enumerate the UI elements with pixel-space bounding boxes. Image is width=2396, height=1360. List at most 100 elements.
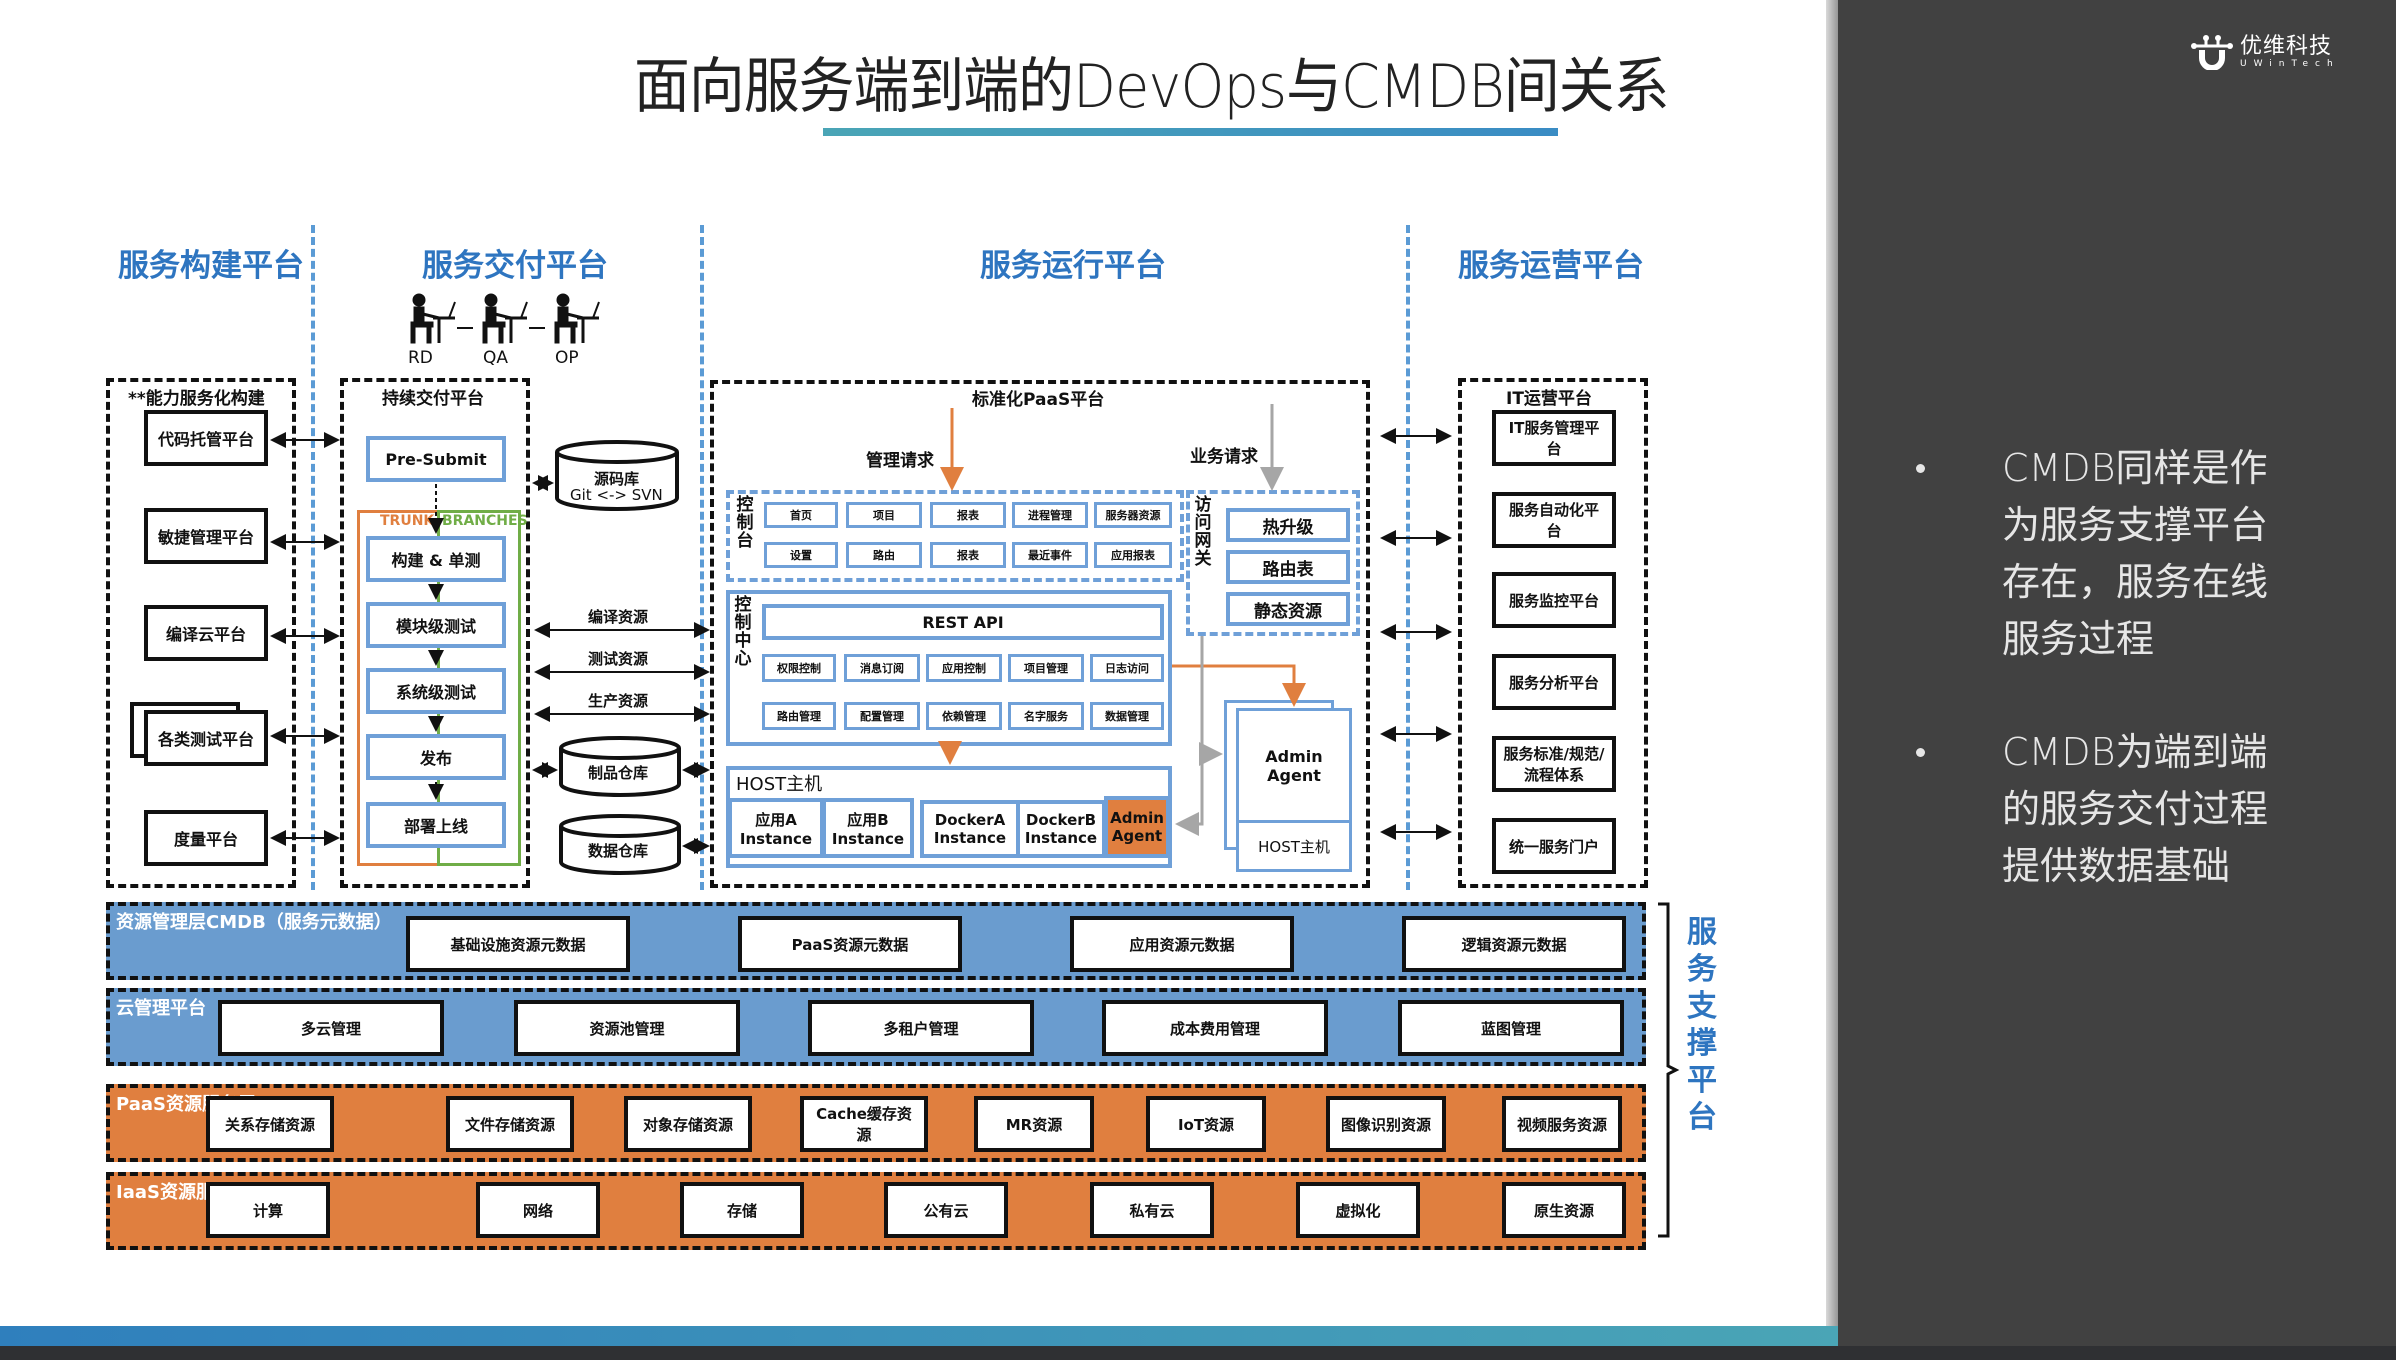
- control-center-item[interactable]: 应用控制: [926, 654, 1002, 682]
- iaas-resource-item[interactable]: 私有云: [1090, 1182, 1214, 1238]
- cloud-mgmt-item[interactable]: 多租户管理: [808, 1000, 1034, 1056]
- delivery-platform-group: [340, 378, 530, 888]
- management-request-label: 管理请求: [866, 451, 934, 471]
- rest-api-box[interactable]: REST API: [762, 604, 1164, 640]
- source-repo[interactable]: 源码库 Git <-> SVN: [554, 440, 680, 512]
- control-center-item[interactable]: 项目管理: [1008, 654, 1084, 682]
- control-center-item[interactable]: 配置管理: [844, 702, 920, 730]
- cmdb-item[interactable]: PaaS资源元数据: [738, 916, 962, 972]
- pipeline-stage[interactable]: 系统级测试: [366, 668, 506, 714]
- gateway-item[interactable]: 静态资源: [1226, 592, 1350, 626]
- build-item[interactable]: 度量平台: [144, 810, 268, 866]
- cloud-mgmt-item[interactable]: 资源池管理: [514, 1000, 740, 1056]
- console-menu-item[interactable]: 路由: [846, 542, 922, 568]
- artifact-repo-label: 制品仓库: [588, 764, 649, 782]
- column-heading-operations: 服务运营平台: [1458, 248, 1644, 284]
- iaas-resource-item[interactable]: 虚拟化: [1296, 1182, 1420, 1238]
- gateway-group: [1186, 490, 1360, 636]
- console-menu-item[interactable]: 首页: [764, 502, 838, 528]
- pipeline-stage[interactable]: 发布: [366, 734, 506, 780]
- control-center-item[interactable]: 依赖管理: [926, 702, 1002, 730]
- iaas-resource-item[interactable]: 网络: [476, 1182, 600, 1238]
- logo-name-cn: 优维科技: [2240, 34, 2333, 59]
- gateway-label: 访问网关: [1194, 495, 1212, 569]
- bottom-accent-bar: [0, 1326, 1838, 1346]
- column-divider: [1406, 225, 1410, 890]
- build-item[interactable]: 代码托管平台: [144, 410, 268, 466]
- it-ops-item[interactable]: 服务自动化平台: [1492, 492, 1616, 548]
- control-center-item[interactable]: 路由管理: [762, 702, 836, 730]
- control-center-item[interactable]: 权限控制: [762, 654, 836, 682]
- cmdb-item[interactable]: 逻辑资源元数据: [1402, 916, 1626, 972]
- bullet-item: CMDB同样是作为服务支撑平台存在，服务在线服务过程: [1900, 440, 2370, 668]
- cloud-mgmt-item[interactable]: 多云管理: [218, 1000, 444, 1056]
- database-icon: [559, 814, 681, 875]
- paas-resource-item[interactable]: MR资源: [974, 1096, 1094, 1152]
- logo-name-en: UWinTech: [2240, 59, 2340, 69]
- bullet-item: CMDB为端到端的服务交付过程提供数据基础: [1900, 724, 2370, 895]
- paas-resource-item[interactable]: 对象存储资源: [624, 1096, 752, 1152]
- pipeline-stage[interactable]: 构建 & 单测: [366, 536, 506, 582]
- paas-resource-item[interactable]: 视频服务资源: [1502, 1096, 1622, 1152]
- cmdb-item[interactable]: 应用资源元数据: [1070, 916, 1294, 972]
- console-menu-item[interactable]: 报表: [930, 502, 1006, 528]
- admin-agent-local[interactable]: Admin Agent: [1104, 796, 1170, 858]
- data-warehouse[interactable]: 数据仓库: [558, 814, 682, 876]
- paas-resource-item[interactable]: 关系存储资源: [206, 1096, 334, 1152]
- build-item[interactable]: 编译云平台: [144, 605, 268, 661]
- paas-resource-item[interactable]: 文件存储资源: [446, 1096, 574, 1152]
- iaas-resource-item[interactable]: 公有云: [884, 1182, 1008, 1238]
- it-ops-item[interactable]: 服务分析平台: [1492, 654, 1616, 710]
- resource-link-label: 生产资源: [588, 692, 649, 710]
- resource-link-label: 测试资源: [588, 650, 649, 668]
- app-instance[interactable]: 应用A Instance: [728, 798, 824, 858]
- paas-resource-item[interactable]: Cache缓存资源: [800, 1096, 928, 1152]
- docker-instance[interactable]: DockerB Instance: [1016, 800, 1106, 858]
- it-ops-item[interactable]: 服务标准/规范/流程体系: [1492, 736, 1616, 792]
- admin-agent-remote[interactable]: Admin Agent: [1236, 708, 1352, 824]
- layer-title: 资源管理层CMDB（服务元数据）: [116, 912, 392, 933]
- brace-icon: [1658, 902, 1680, 1238]
- gateway-item[interactable]: 热升级: [1226, 508, 1350, 542]
- paas-resource-item[interactable]: 图像识别资源: [1326, 1096, 1446, 1152]
- column-heading-delivery: 服务交付平台: [422, 248, 608, 284]
- title-underline: [823, 128, 1558, 136]
- iaas-resource-item[interactable]: 存储: [680, 1182, 804, 1238]
- pipeline-stage[interactable]: 模块级测试: [366, 602, 506, 648]
- it-ops-item[interactable]: 服务监控平台: [1492, 572, 1616, 628]
- console-menu-item[interactable]: 报表: [930, 542, 1006, 568]
- app-instance[interactable]: 应用B Instance: [822, 798, 914, 858]
- slide-shadow: [1826, 0, 1840, 1346]
- it-ops-item[interactable]: 统一服务门户: [1492, 818, 1616, 874]
- it-ops-group: [1458, 378, 1648, 888]
- console-menu-item[interactable]: 进程管理: [1012, 502, 1088, 528]
- console-label: 控制台: [736, 495, 754, 551]
- control-center-item[interactable]: 日志访问: [1090, 654, 1164, 682]
- business-request-label: 业务请求: [1190, 447, 1258, 467]
- build-item[interactable]: 各类测试平台: [144, 710, 268, 766]
- bottom-frame: [0, 1346, 2396, 1360]
- build-item[interactable]: 敏捷管理平台: [144, 508, 268, 564]
- pipeline-stage[interactable]: 部署上线: [366, 802, 506, 848]
- iaas-resource-item[interactable]: 原生资源: [1502, 1182, 1626, 1238]
- it-ops-item[interactable]: IT服务管理平台: [1492, 410, 1616, 466]
- console-menu-item[interactable]: 最近事件: [1012, 542, 1088, 568]
- docker-instance[interactable]: DockerA Instance: [920, 800, 1020, 858]
- paas-resource-item[interactable]: IoT资源: [1146, 1096, 1266, 1152]
- cloud-mgmt-item[interactable]: 蓝图管理: [1398, 1000, 1624, 1056]
- artifact-repo[interactable]: 制品仓库: [558, 736, 682, 798]
- presubmit-stage[interactable]: Pre-Submit: [366, 436, 506, 482]
- bullet-dot-icon: [1916, 464, 1925, 473]
- console-menu-item[interactable]: 项目: [846, 502, 922, 528]
- control-center-item[interactable]: 数据管理: [1090, 702, 1164, 730]
- control-center-item[interactable]: 消息订阅: [844, 654, 920, 682]
- cmdb-item[interactable]: 基础设施资源元数据: [406, 916, 630, 972]
- console-menu-item[interactable]: 服务器资源: [1094, 502, 1172, 528]
- gateway-item[interactable]: 路由表: [1226, 550, 1350, 584]
- control-center-item[interactable]: 名字服务: [1008, 702, 1084, 730]
- console-menu-item[interactable]: 设置: [764, 542, 838, 568]
- remote-host-box[interactable]: HOST主机: [1236, 820, 1352, 872]
- console-menu-item[interactable]: 应用报表: [1094, 542, 1172, 568]
- iaas-resource-item[interactable]: 计算: [206, 1182, 330, 1238]
- cloud-mgmt-item[interactable]: 成本费用管理: [1102, 1000, 1328, 1056]
